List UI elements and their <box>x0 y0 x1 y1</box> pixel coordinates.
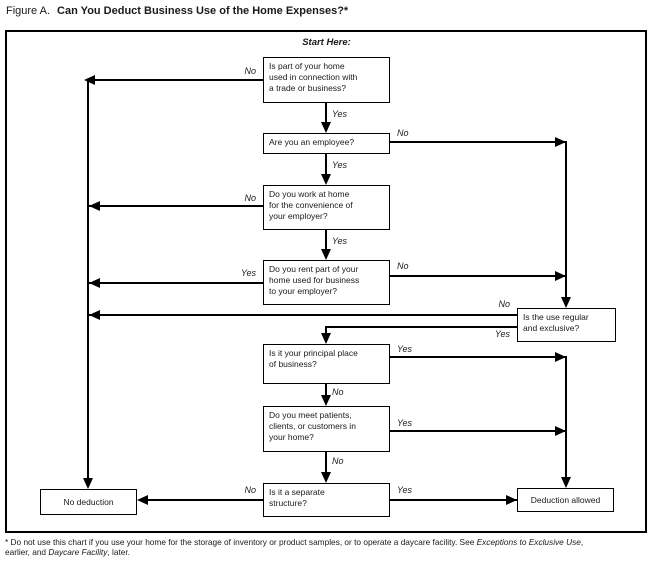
connector-right-rail-lower <box>565 356 567 483</box>
arrow-right-icon <box>555 426 566 436</box>
arrow-right-icon <box>555 352 566 362</box>
connector-left-rail <box>87 79 89 483</box>
node-q-patients: Do you meet patients, clients, or custom… <box>263 406 390 452</box>
node-q-trade-business: Is part of your home used in connection … <box>263 57 390 103</box>
edge-label-rent-yes: Yes <box>240 268 256 278</box>
arrow-down-icon <box>561 297 571 308</box>
connector-patients-no <box>325 452 327 474</box>
edge-label-structure-yes: Yes <box>397 485 413 495</box>
node-deduction-allowed: Deduction allowed <box>517 488 614 512</box>
node-q-regular-exclusive: Is the use regular and exclusive? <box>517 308 616 342</box>
node-no-deduction: No deduction <box>40 489 137 515</box>
figure-title: Can You Deduct Business Use of the Home … <box>57 5 349 17</box>
connector-structure-no <box>139 499 263 501</box>
arrow-down-icon <box>83 478 93 489</box>
start-here-label: Start Here: <box>302 37 351 48</box>
connector-principal-yes <box>390 356 566 358</box>
connector-employee-no <box>390 141 566 143</box>
page-title: Figure A. Can You Deduct Business Use of … <box>6 5 348 17</box>
connector-rent-yes <box>89 282 263 284</box>
connector-structure-yes <box>390 499 517 501</box>
arrow-down-icon <box>321 333 331 344</box>
arrow-down-icon <box>321 249 331 260</box>
arrow-down-icon <box>321 174 331 185</box>
figure-label: Figure A. <box>6 5 51 17</box>
connector-right-rail-upper <box>565 141 567 301</box>
connector-trade-yes <box>325 103 327 124</box>
connector-convenience-no <box>89 205 263 207</box>
connector-patients-yes <box>390 430 566 432</box>
connector-regular-no <box>89 314 517 316</box>
edge-label-regular-yes: Yes <box>494 329 510 339</box>
arrow-left-icon <box>84 75 95 85</box>
edge-label-rent-no: No <box>397 261 409 271</box>
edge-label-employee-yes: Yes <box>332 160 348 170</box>
node-q-principal-place: Is it your principal place of business? <box>263 344 390 384</box>
arrow-left-icon <box>89 278 100 288</box>
edge-label-structure-no: No <box>244 485 256 495</box>
edge-label-principal-yes: Yes <box>397 344 413 354</box>
connector-employee-yes <box>325 153 327 176</box>
connector-convenience-yes <box>325 230 327 251</box>
edge-label-trade-yes: Yes <box>332 109 348 119</box>
node-q-convenience: Do you work at home for the convenience … <box>263 185 390 230</box>
edge-label-regular-no: No <box>498 299 510 309</box>
node-q-employee: Are you an employee? <box>263 133 390 154</box>
node-q-rent: Do you rent part of your home used for b… <box>263 260 390 305</box>
edge-label-principal-no: No <box>332 387 344 397</box>
edge-label-employee-no: No <box>397 128 409 138</box>
arrow-down-icon <box>321 472 331 483</box>
arrow-right-icon <box>506 495 517 505</box>
footnote-ref-daycare: Daycare Facility <box>48 547 108 557</box>
connector-rent-no <box>390 275 566 277</box>
footnote-text: * Do not use this chart if you use your … <box>5 537 477 547</box>
edge-label-patients-no: No <box>332 456 344 466</box>
arrow-left-icon <box>137 495 148 505</box>
footnote-ref-exceptions: Exceptions to Exclusive Use <box>476 537 581 547</box>
connector-trade-no <box>88 79 263 81</box>
footnote: * Do not use this chart if you use your … <box>5 537 584 557</box>
arrow-down-icon <box>321 395 331 406</box>
arrow-down-icon <box>561 477 571 488</box>
connector-principal-no <box>325 384 327 397</box>
connector-regular-yes-down <box>325 326 327 335</box>
arrow-left-icon <box>89 310 100 320</box>
arrow-right-icon <box>555 271 566 281</box>
edge-label-patients-yes: Yes <box>397 418 413 428</box>
node-q-separate-structure: Is it a separate structure? <box>263 483 390 517</box>
arrow-down-icon <box>321 122 331 133</box>
edge-label-convenience-yes: Yes <box>332 236 348 246</box>
edge-label-convenience-no: No <box>244 193 256 203</box>
arrow-right-icon <box>555 137 566 147</box>
arrow-left-icon <box>89 201 100 211</box>
edge-label-trade-no: No <box>244 66 256 76</box>
connector-regular-yes <box>326 326 517 328</box>
